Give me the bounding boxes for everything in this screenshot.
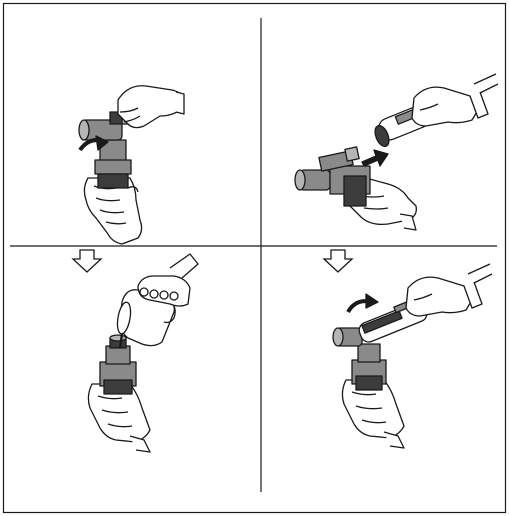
insert-arrow-icon xyxy=(362,150,388,166)
panel-step-4 xyxy=(333,264,492,448)
valve-body-icon xyxy=(79,112,131,188)
upper-hand-icon xyxy=(118,86,184,128)
down-arrow-icon xyxy=(73,250,101,272)
valve-body-icon xyxy=(100,335,136,394)
figure-frame xyxy=(4,4,506,513)
upper-hand-icon xyxy=(412,74,498,126)
panel-step-2 xyxy=(295,74,498,230)
down-arrow-icon xyxy=(324,250,352,272)
upper-hand-icon xyxy=(406,264,492,316)
rotate-icon xyxy=(348,294,378,312)
panel-step-3 xyxy=(88,254,198,452)
panel-step-1 xyxy=(79,86,184,244)
valve-body-icon xyxy=(295,147,370,206)
upper-hand-icon xyxy=(138,254,198,306)
